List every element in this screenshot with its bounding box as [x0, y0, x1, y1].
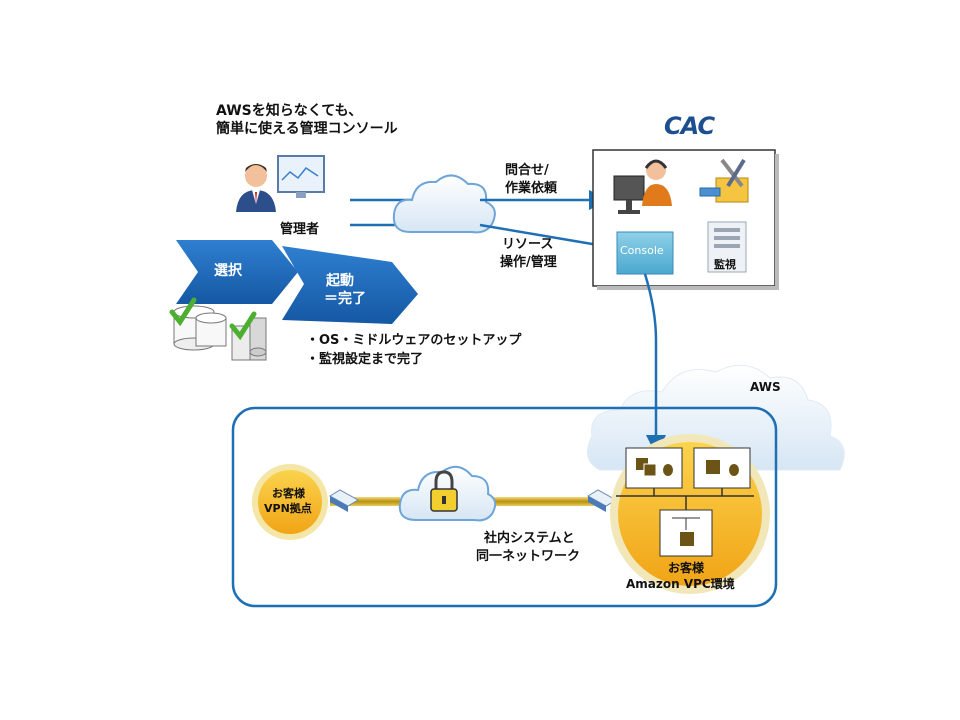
vpc-label-1: お客様 — [668, 561, 705, 575]
customer-network-box — [231, 406, 778, 608]
customer-site-label-1: お客様 — [272, 487, 305, 500]
router-icon — [329, 489, 359, 512]
launch-label-1: 起動 — [326, 273, 354, 289]
console-panel — [616, 231, 674, 275]
monitoring-server-icon — [707, 221, 747, 273]
operator-icon — [613, 159, 672, 214]
vpc-subnet-icon — [693, 447, 751, 496]
vpc-subnet-icon — [659, 496, 713, 557]
bullet-monitoring: ・監視設定まで完了 — [306, 352, 424, 367]
console-label: Console — [620, 244, 664, 257]
tools-icon — [699, 158, 749, 203]
lock-icon — [430, 470, 458, 512]
cac-logo: CAC — [664, 112, 715, 140]
select-chevron — [176, 240, 298, 304]
headline-line1: AWSを知らなくても、 — [216, 103, 363, 119]
select-label: 選択 — [214, 263, 242, 279]
internet-cloud-icon — [392, 174, 496, 234]
admin-person-icon — [236, 155, 325, 212]
console-to-vpc-arrow — [643, 273, 666, 455]
resource-label-2: 操作/管理 — [500, 255, 557, 270]
launch-chevron — [282, 246, 418, 324]
inquiry-label-1: 問合せ/ — [505, 163, 549, 178]
headline-line2: 簡単に使える管理コンソール — [216, 121, 398, 137]
database-check-icon — [169, 297, 227, 351]
launch-label-2: ＝完了 — [324, 291, 366, 307]
vpn-tunnel-bar — [330, 497, 400, 506]
server-check-icon — [229, 311, 267, 361]
bullet-setup: ・OS・ミドルウェアのセットアップ — [306, 333, 522, 348]
vpc-label-2: Amazon VPC環境 — [626, 577, 735, 591]
resource-line — [479, 223, 605, 248]
vpn-tunnel-bar — [478, 497, 594, 506]
customer-site-circle — [258, 470, 322, 534]
resource-label-1: リソース — [502, 237, 554, 252]
customer-site-label-2: VPN拠点 — [264, 502, 312, 515]
monitor-label: 監視 — [714, 258, 736, 271]
network-label-1: 社内システムと — [484, 531, 575, 546]
network-label-2: 同一ネットワーク — [476, 549, 581, 564]
inquiry-label-2: 作業依頼 — [505, 181, 558, 196]
admin-label: 管理者 — [280, 222, 320, 237]
aws-label: AWS — [750, 380, 781, 394]
vpc-subnet-icon — [616, 447, 754, 497]
